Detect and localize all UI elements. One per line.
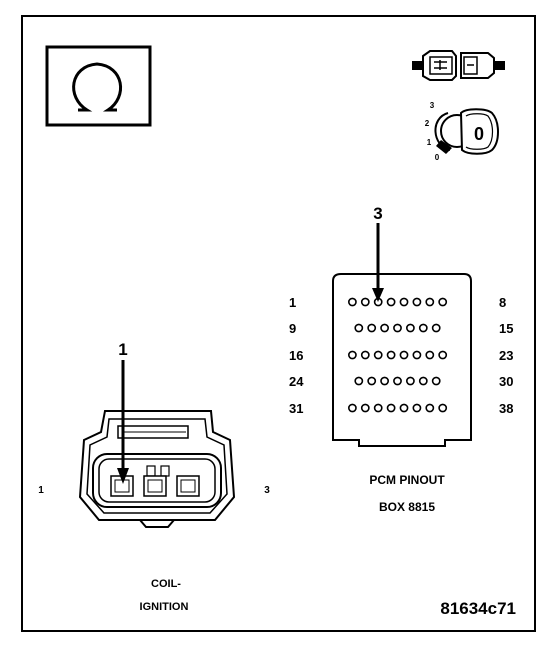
pcm-title: PCM PINOUT [369,473,445,487]
pcm-row-label-left: 1 [289,295,296,310]
pcm-pin [354,376,364,386]
pcm-pin [405,323,415,333]
pcm-pin [347,297,357,307]
pcm-pin [399,297,409,307]
pcm-row-label-left: 16 [289,348,303,363]
pcm-callout-number: 3 [373,204,382,223]
pcm-pin [412,403,422,413]
pcm-pin [405,376,415,386]
pcm-pin [399,350,409,360]
pcm-pin [431,323,441,333]
pcm-pin [354,323,364,333]
pcm-row-label-left: 24 [289,374,304,389]
key-position-3: 3 [430,101,435,110]
pcm-pin [373,403,383,413]
pcm-pin [438,350,448,360]
pcm-pin [412,350,422,360]
pcm-pin [386,297,396,307]
pcm-row-label-left: 9 [289,321,296,336]
diagram-frame [21,15,536,632]
pcm-pin [418,376,428,386]
pcm-row-label-right: 8 [499,295,506,310]
coil-pin-label-right: 3 [264,485,270,496]
pcm-row-label-right: 15 [499,321,513,336]
pcm-pin [380,376,389,386]
pcm-row-label-right: 30 [499,374,513,389]
coil-terminal-2 [143,465,170,497]
pcm-pin [412,297,422,307]
pcm-pin [360,350,370,360]
key-position-1: 1 [427,138,432,147]
pcm-pin [418,323,428,333]
pcm-pin [367,376,377,386]
pcm-pin [393,376,402,386]
pcm-pin [431,376,441,386]
pcm-connector: 1 8 9 15 16 23 24 30 31 38 3 PCM PINOUT BOX 8815 [289,204,513,514]
pcm-pin [347,403,357,413]
ohm-symbol-icon [45,45,152,127]
pcm-box-label: BOX 8815 [379,500,435,514]
pcm-row-labels: 1 8 9 15 16 23 24 30 31 38 [289,295,513,416]
pcm-pin [360,297,370,307]
pcm-pin [386,403,396,413]
pcm-pin [393,323,402,333]
pcm-pin [373,350,383,360]
coil-callout-arrowhead [117,468,129,484]
coil-ignition-connector: 1 1 3 COIL- IGNITION [38,340,270,613]
coil-title-line2: IGNITION [140,601,189,613]
pcm-pin [425,350,435,360]
pcm-row-label-right: 38 [499,401,513,416]
key-position-0: 0 [435,153,440,162]
key-position-2: 2 [425,119,430,128]
coil-title-line1: COIL- [151,578,181,590]
pcm-pin [438,403,448,413]
pcm-pin [438,297,448,307]
pcm-pin-grid [347,297,448,413]
pcm-pin [425,403,435,413]
disconnect-connector-icon [412,50,505,81]
pcm-pin [386,350,396,360]
pcm-pin [380,323,389,333]
pcm-callout-arrowhead [372,288,384,302]
pcm-row-label-right: 23 [499,348,513,363]
pcm-row-label-left: 31 [289,401,303,416]
pcm-pin [399,403,409,413]
pcm-pin [367,323,377,333]
coil-callout-number: 1 [118,340,127,359]
coil-terminal-3 [176,475,200,497]
pcm-pin [425,297,435,307]
pcm-pin [347,350,357,360]
pcm-pin [360,403,370,413]
figure-id: 81634c71 [440,599,516,618]
ignition-key-icon: 0 3 2 1 0 [425,101,499,162]
key-letter: 0 [474,124,484,144]
coil-pin-label-left: 1 [38,485,44,496]
